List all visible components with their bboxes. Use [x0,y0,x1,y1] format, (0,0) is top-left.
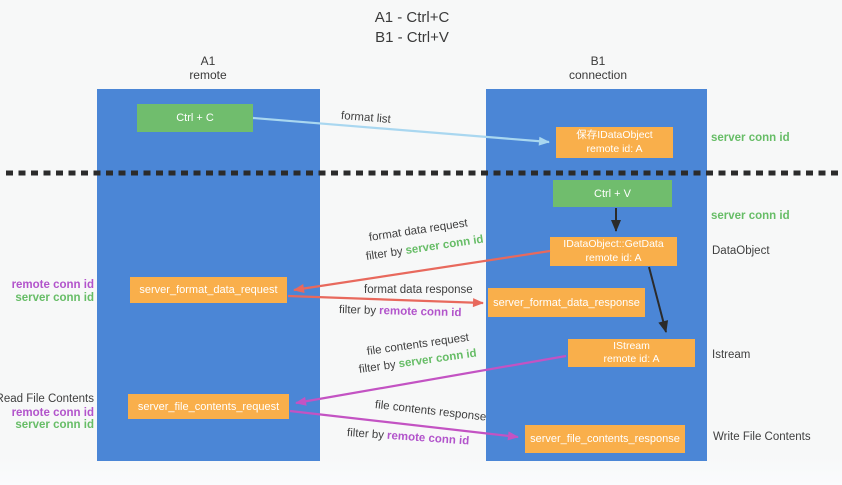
istream-line2: remote id: A [603,353,660,365]
server-format-data-request-label: server_format_data_request [139,284,278,296]
format-list-label: format list [340,110,392,126]
istream-box: IStream remote id: A [568,339,695,367]
dataobject-label: DataObject [712,245,770,257]
server-file-contents-response-label: server_file_contents_response [530,433,680,445]
lane-header-b1: B1 connection [538,54,658,82]
server-conn-id-right-top: server conn id [711,132,790,144]
write-file-contents-label: Write File Contents [713,431,811,443]
title-line-1: A1 - Ctrl+C [374,9,450,26]
istream-line1: IStream [613,339,650,352]
lane-b1-role: connection [568,68,628,82]
filter-by-text: filter by [358,358,397,376]
format-data-response-label: format data response [364,284,473,296]
save-idataobject-line1: 保存IDataObject [576,129,653,141]
lane-a1-name: A1 [200,54,216,68]
remote-conn-id-left-top: remote conn id [11,279,94,291]
read-file-contents-label: Read File Contents [0,393,94,405]
ctrl-c-box: Ctrl + C [137,104,253,132]
istream-label: Istream [712,349,751,361]
remote-conn-id-text: remote conn id [378,305,462,320]
lane-b1-name: B1 [590,54,606,68]
file-contents-response-label: file contents response [374,399,487,424]
server-file-contents-request-label: server_file_contents_request [137,400,280,413]
idataobject-getdata-box: IDataObject::GetData remote id: A [550,237,677,266]
ctrl-v-label: Ctrl + V [594,187,631,200]
save-idataobject-box: 保存IDataObject remote id: A [556,127,673,158]
server-format-data-response-label: server_format_data_response [493,296,640,309]
filter-by-text: filter by [338,304,377,317]
title-line-2: B1 - Ctrl+V [375,29,449,46]
ctrl-c-label: Ctrl + C [176,112,214,124]
getdata-line1: IDataObject::GetData [563,238,664,250]
filter-by-text: filter by [365,245,404,263]
save-idataobject-line2: remote id: A [586,142,643,155]
server-conn-id-left-top: server conn id [15,292,94,304]
server-conn-id-left-bottom: server conn id [15,419,94,431]
filter-by-text: filter by [346,427,385,442]
server-format-data-request-box: server_format_data_request [130,277,287,303]
server-file-contents-response-box: server_file_contents_response [525,425,685,453]
server-conn-id-right-mid: server conn id [711,210,790,222]
server-format-data-response-box: server_format_data_response [488,288,645,317]
getdata-line2: remote id: A [585,251,642,264]
server-conn-id-text: server conn id [404,233,485,258]
remote-conn-id-text: remote conn id [386,429,470,448]
diagram-title: A1 - Ctrl+C B1 - Ctrl+V [292,8,532,48]
lane-header-a1: A1 remote [148,54,268,82]
server-file-contents-request-box: server_file_contents_request [128,394,289,419]
ctrl-v-box: Ctrl + V [553,180,672,207]
remote-conn-id-left-bottom: remote conn id [11,407,94,419]
lane-a1-role: remote [189,68,227,82]
